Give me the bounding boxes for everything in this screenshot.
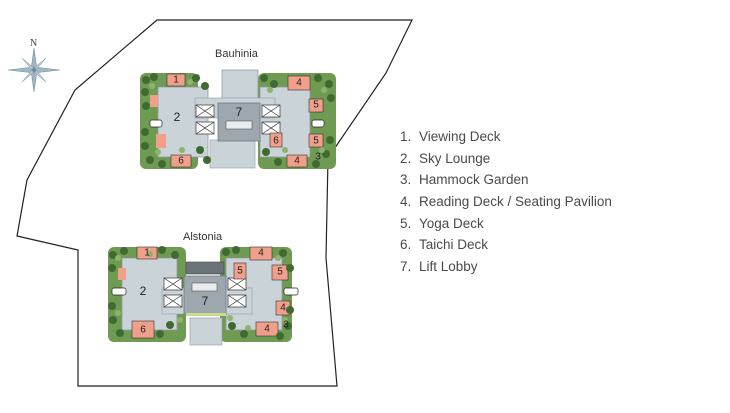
- zone-number: 2: [174, 110, 181, 124]
- legend-number: 7.: [400, 259, 412, 275]
- zone-number: 5: [313, 136, 319, 147]
- yoga-deck: [308, 133, 324, 148]
- zone-number: 3: [283, 320, 289, 331]
- legend-number: 6.: [400, 237, 412, 253]
- legend-number: 2.: [400, 150, 412, 166]
- legend-number: 3.: [400, 172, 412, 188]
- reading-deck: [255, 321, 279, 337]
- yoga-deck: [271, 264, 289, 281]
- compass-north-label: N: [30, 38, 37, 49]
- zone-number: 3: [315, 152, 321, 163]
- legend-label: Viewing Deck: [419, 129, 501, 144]
- zone-number: 5: [313, 100, 319, 111]
- zone-number: 4: [280, 303, 286, 314]
- tower-name-bauhinia: Bauhinia: [215, 48, 259, 60]
- legend-label: Reading Deck / Seating Pavilion: [419, 194, 612, 210]
- legend-item: 3. Hammock Garden: [400, 169, 612, 191]
- tower-name-alstonia: Alstonia: [183, 231, 223, 243]
- legend-label: Sky Lounge: [419, 150, 491, 166]
- legend-label: Taichi Deck: [419, 237, 489, 253]
- taichi-deck: [170, 154, 192, 168]
- zone-number: 2: [140, 284, 147, 298]
- reading-deck: [249, 246, 273, 261]
- reading-deck: [286, 154, 308, 168]
- reading-deck: [287, 75, 311, 91]
- legend-label: Lift Lobby: [419, 259, 478, 275]
- legend-number: 5.: [400, 215, 412, 231]
- taichi-deck: [269, 132, 283, 148]
- zone-number: 4: [294, 156, 300, 167]
- legend-item: 7. Lift Lobby: [400, 256, 612, 278]
- legend-number: 1.: [400, 129, 412, 144]
- zone-number: 6: [140, 325, 146, 336]
- viewing-deck: [166, 73, 186, 87]
- tower-alstonia: 1 2 6 7 5 4 5 4 4 3: [108, 246, 299, 346]
- compass-rose-icon: [7, 47, 61, 93]
- zone-number: 6: [178, 156, 184, 167]
- legend-item: 4. Reading Deck / Seating Pavilion: [400, 191, 612, 213]
- legend-label: Yoga Deck: [419, 215, 484, 231]
- legend-item: 6. Taichi Deck: [400, 234, 612, 256]
- zone-number: 4: [296, 78, 302, 89]
- zone-number: 4: [258, 248, 264, 259]
- legend: 1. Viewing Deck 2. Sky Lounge 3. Hammock Ga…: [400, 126, 612, 278]
- zone-number: 5: [277, 267, 283, 278]
- legend-number: 4.: [400, 194, 412, 210]
- legend-item: 2. Sky Lounge: [400, 148, 612, 170]
- legend-item: 5. Yoga Deck: [400, 213, 612, 235]
- yoga-deck: [233, 262, 247, 280]
- zone-number: 4: [264, 324, 270, 335]
- yoga-deck: [308, 98, 324, 113]
- zone-number: 7: [202, 294, 209, 308]
- zone-number: 1: [173, 75, 179, 86]
- tower-bauhinia: 1 2 6 7 6 4 5 5 4 3: [140, 69, 336, 169]
- taichi-deck: [131, 320, 155, 339]
- legend-label: Hammock Garden: [419, 172, 529, 188]
- zone-number: 7: [236, 105, 243, 119]
- legend-item: 1. Viewing Deck: [400, 126, 612, 148]
- zone-number: 5: [237, 266, 243, 277]
- zone-number: 1: [144, 248, 150, 259]
- zone-number: 6: [273, 136, 279, 147]
